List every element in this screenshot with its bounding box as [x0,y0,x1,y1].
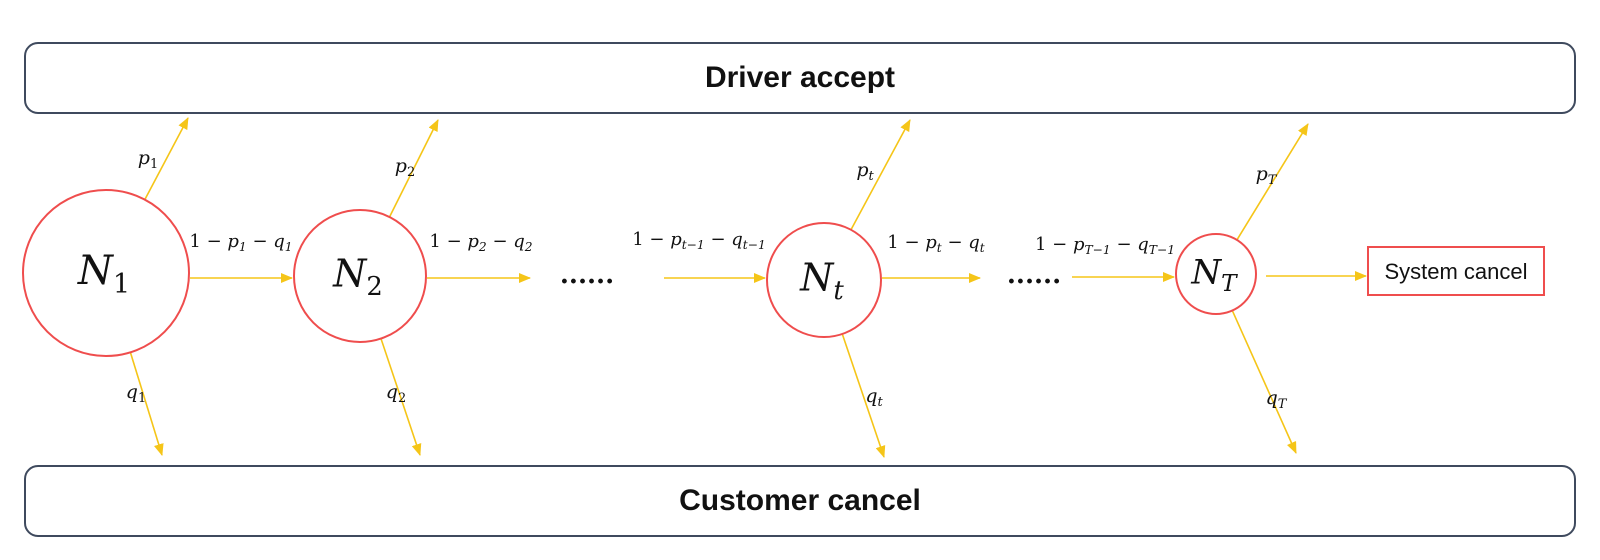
driver-accept-box: Driver accept [24,42,1576,114]
driver-accept-label: Driver accept [704,61,896,94]
customer-cancel-label: Customer cancel [679,484,921,517]
cancel-prob-label-2: q2 [386,381,406,406]
cancel-prob-label-3: qt [865,385,883,410]
accept-prob-label-3: pt [856,159,874,184]
cancel-arrow-2 [380,338,422,456]
transition-label-2: 1 − p2 − q2 [429,231,532,254]
accept-prob-label-2: p2 [395,155,415,180]
state-node-label-2: N2 [332,252,383,302]
accept-arrow-3 [850,119,911,231]
cancel-prob-label-1: q1 [126,381,146,406]
state-node-label-3: Nt [799,256,844,306]
state-node-1 [22,189,190,357]
state-node-label-4: NT [1190,253,1238,297]
ellipsis-2: ...... [1007,260,1061,290]
accept-arrow-1 [144,117,189,201]
customer-cancel-box: Customer cancel [24,465,1576,537]
system-cancel-label: System cancel [1384,259,1527,284]
cancel-prob-label-4: qT [1266,387,1288,412]
accept-arrow-4 [1236,123,1309,241]
state-node-label-1: N1 [77,248,130,300]
state-node-3 [766,222,882,338]
cancel-arrow-1 [129,352,164,456]
transition-label-5: 1 − pT−1 − qT−1 [1035,234,1175,257]
accept-prob-label-1: p1 [138,147,158,172]
transition-label-3: 1 − pt−1 − qt−1 [632,229,765,252]
state-node-2 [293,209,427,343]
accept-prob-label-4: pT [1256,163,1278,188]
transition-label-4: 1 − pt − qt [887,232,985,255]
state-node-4 [1175,233,1257,315]
ellipsis-1: ...... [560,260,614,290]
cancel-arrow-4 [1231,310,1297,454]
cancel-arrow-3 [841,333,886,458]
transition-label-1: 1 − p1 − q1 [189,231,292,254]
accept-arrow-2 [388,119,439,218]
system-cancel-box [1367,246,1545,296]
